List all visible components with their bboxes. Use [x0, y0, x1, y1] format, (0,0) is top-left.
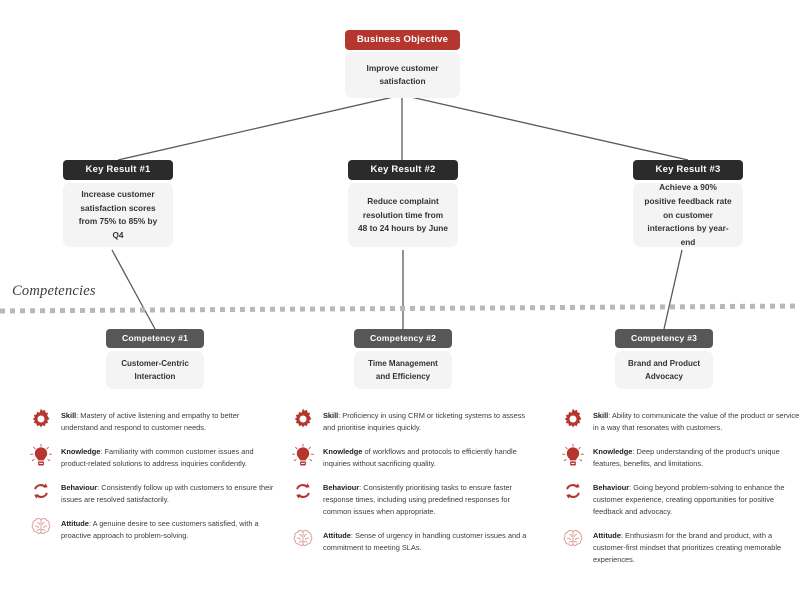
key-result-2-body: Reduce complaint resolution time from 48…: [348, 183, 458, 248]
detail-text: Skill: Proficiency in using CRM or ticke…: [323, 411, 526, 432]
detail-item: Skill: Mastery of active listening and e…: [28, 406, 278, 434]
detail-item: Behaviour: Going beyond problem-solving …: [560, 478, 800, 518]
detail-label: Knowledge: [323, 446, 363, 456]
brain-icon: [28, 514, 54, 540]
competency-1-header: Competency #1: [106, 329, 204, 349]
competencies-section-label: Competencies: [12, 283, 96, 299]
competency-1-body: Customer-Centric Interaction: [106, 351, 204, 390]
business-objective-body: Improve customer satisfaction: [345, 52, 460, 99]
brain-icon: [290, 526, 316, 552]
detail-label: Knowledge: [61, 446, 101, 456]
refresh-arrows-icon: [290, 478, 316, 504]
competency-1-detail-list: Skill: Mastery of active listening and e…: [28, 406, 278, 550]
detail-text: Behaviour: Consistently follow up with c…: [61, 482, 274, 504]
detail-text: Attitude: Enthusiasm for the brand and p…: [593, 530, 782, 564]
refresh-arrows-icon: [560, 478, 586, 504]
detail-label: Behaviour: [323, 482, 360, 492]
competency-2-body: Time Management and Efficiency: [354, 351, 452, 390]
detail-label: Knowledge: [593, 446, 633, 456]
detail-text: Skill: Ability to communicate the value …: [593, 411, 800, 432]
key-result-3-body: Achieve a 90% positive feedback rate on …: [633, 182, 743, 248]
competency-2-node[interactable]: Competency #2 Time Management and Effici…: [354, 329, 452, 390]
competency-2-header: Competency #2: [354, 329, 452, 349]
competency-3-header: Competency #3: [615, 329, 713, 349]
detail-text: Behaviour: Going beyond problem-solving …: [593, 482, 785, 516]
detail-label: Skill: [323, 411, 339, 420]
detail-item: Attitude: A genuine desire to see custom…: [28, 514, 278, 542]
detail-label: Attitude: [593, 530, 621, 540]
key-result-1-body: Increase customer satisfaction scores fr…: [63, 183, 173, 248]
detail-text: Knowledge of workflows and protocols to …: [323, 446, 517, 468]
detail-label: Skill: [593, 411, 609, 420]
key-result-2-node[interactable]: Key Result #2 Reduce complaint resolutio…: [348, 160, 458, 248]
detail-item: Skill: Proficiency in using CRM or ticke…: [290, 406, 538, 434]
detail-item: Knowledge: Familiarity with common custo…: [28, 442, 278, 470]
detail-item: Knowledge of workflows and protocols to …: [290, 442, 538, 470]
detail-item: Attitude: Sense of urgency in handling c…: [290, 526, 538, 554]
detail-item: Skill: Ability to communicate the value …: [560, 406, 800, 434]
detail-item: Attitude: Enthusiasm for the brand and p…: [560, 526, 800, 566]
connector-objective-kr1: [117, 94, 403, 161]
refresh-arrows-icon: [28, 478, 54, 504]
connector-kr3-comp3: [663, 249, 683, 330]
detail-text: Attitude: A genuine desire to see custom…: [61, 518, 259, 540]
key-result-1-header: Key Result #1: [63, 160, 173, 181]
detail-text: Attitude: Sense of urgency in handling c…: [323, 530, 527, 552]
detail-text: Knowledge: Deep understanding of the pro…: [593, 446, 780, 468]
detail-text: Skill: Mastery of active listening and e…: [61, 411, 240, 432]
detail-text: Knowledge: Familiarity with common custo…: [61, 446, 254, 468]
competency-2-detail-list: Skill: Proficiency in using CRM or ticke…: [290, 406, 538, 562]
gear-icon: [290, 406, 316, 432]
competency-3-body: Brand and Product Advocacy: [615, 351, 713, 390]
lightbulb-icon: [560, 442, 586, 468]
competency-3-node[interactable]: Competency #3 Brand and Product Advocacy: [615, 329, 713, 390]
competency-1-node[interactable]: Competency #1 Customer-Centric Interacti…: [106, 329, 204, 390]
connector-kr1-comp1: [111, 249, 156, 330]
key-result-3-header: Key Result #3: [633, 160, 743, 181]
competency-3-detail-list: Skill: Ability to communicate the value …: [560, 406, 800, 574]
detail-label: Behaviour: [61, 482, 98, 492]
connector-objective-kr3: [401, 94, 689, 161]
brain-icon: [560, 526, 586, 552]
detail-text: Behaviour: Consistently prioritising tas…: [323, 482, 512, 516]
detail-label: Behaviour: [593, 482, 630, 492]
business-objective-node[interactable]: Business Objective Improve customer sati…: [345, 30, 460, 99]
detail-item: Behaviour: Consistently prioritising tas…: [290, 478, 538, 518]
detail-item: Behaviour: Consistently follow up with c…: [28, 478, 278, 506]
key-result-2-header: Key Result #2: [348, 160, 458, 181]
gear-icon: [560, 406, 586, 432]
detail-label: Attitude: [323, 530, 351, 540]
detail-label: Skill: [61, 411, 77, 420]
detail-label: Attitude: [61, 518, 89, 528]
lightbulb-icon: [28, 442, 54, 468]
detail-item: Knowledge: Deep understanding of the pro…: [560, 442, 800, 470]
gear-icon: [28, 406, 54, 432]
lightbulb-icon: [290, 442, 316, 468]
key-result-3-node[interactable]: Key Result #3 Achieve a 90% positive fee…: [633, 160, 743, 248]
key-result-1-node[interactable]: Key Result #1 Increase customer satisfac…: [63, 160, 173, 248]
business-objective-header: Business Objective: [345, 30, 460, 51]
